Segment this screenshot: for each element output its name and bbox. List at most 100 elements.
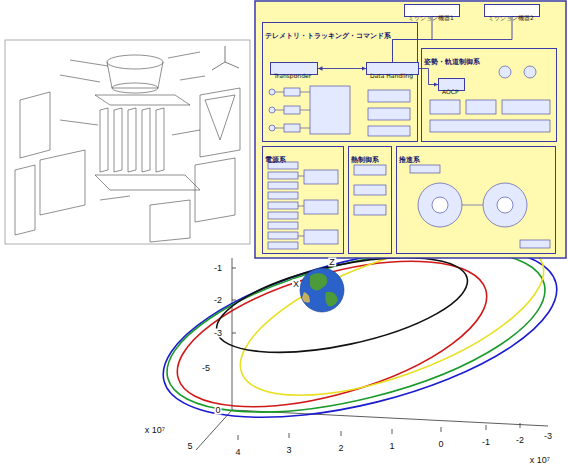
block-diagram-panel	[284, 88, 300, 96]
subsystem-section: 熱制御系	[348, 146, 392, 254]
tick-label: x 10⁷	[144, 426, 166, 435]
block-diagram-panel	[255, 1, 566, 258]
unit-box: AOCP	[438, 78, 465, 91]
block-diagram-panel	[269, 107, 275, 113]
block-diagram-panel	[524, 66, 536, 78]
tick-label: -2	[515, 436, 525, 445]
node-text: テレメトリ・トラッキング・コマンド系	[265, 33, 391, 41]
exploded-drawing	[60, 52, 205, 200]
mission-box: ミッション機器2	[484, 4, 540, 17]
block-diagram-panel	[520, 240, 550, 248]
axis-triad	[212, 46, 239, 70]
block-diagram-panel	[269, 125, 275, 131]
subsystem-section: 推進系	[396, 146, 556, 254]
exploded-drawing	[15, 52, 240, 242]
block-diagram-panel	[499, 66, 511, 78]
exploded-drawing	[15, 165, 35, 235]
signal-line	[393, 17, 513, 62]
node-text: Transponder	[274, 72, 311, 79]
signal-line	[318, 68, 366, 69]
exploded-drawing	[100, 108, 164, 172]
block-diagram-panel	[497, 197, 513, 213]
block-diagram-panel	[268, 222, 298, 229]
earth-globe	[325, 292, 338, 307]
block-diagram-panel	[268, 192, 298, 199]
block-diagram-panel	[368, 108, 410, 120]
tick-label: 1	[388, 442, 395, 451]
earth-globe	[310, 273, 327, 291]
earth-globe	[302, 292, 310, 303]
tick-label: x 10⁷	[529, 456, 551, 465]
exploded-drawing	[5, 40, 250, 244]
axis-letter: Z	[328, 258, 336, 267]
block-diagram-panel	[275, 92, 483, 236]
exploded-drawing	[205, 95, 235, 140]
block-diagram-panel	[466, 100, 496, 114]
block-diagram-panel	[268, 212, 298, 219]
block-diagram-panel	[310, 86, 350, 134]
plot-axis	[196, 258, 548, 450]
tick-label: 0	[437, 440, 444, 449]
subsystem-section: 姿勢・軌道制御系AOCP	[421, 48, 557, 142]
exploded-drawing	[40, 150, 85, 215]
tick-label: -5	[201, 364, 211, 373]
exploded-drawing	[195, 158, 235, 222]
plot-axis	[238, 423, 520, 440]
node-text: 熱制御系	[351, 157, 379, 165]
tick-label: -1	[481, 438, 491, 447]
block-diagram-panel	[368, 90, 410, 102]
block-diagram-panel	[304, 200, 338, 214]
tick-label: 2	[337, 444, 344, 453]
block-diagram-panel	[298, 176, 483, 236]
orbit-ellipse	[208, 239, 475, 370]
tick-label: -1	[213, 264, 223, 273]
exploded-drawing	[5, 40, 250, 244]
plot-axis	[232, 268, 236, 333]
unit-box: Data Handling	[366, 62, 419, 75]
exploded-drawing	[95, 175, 200, 190]
subsystem-section: テレメトリ・トラッキング・コマンド系TransponderData Handli…	[262, 22, 418, 142]
block-diagram-panel	[268, 182, 298, 189]
block-diagram-panel	[268, 172, 298, 179]
exploded-drawing	[200, 88, 240, 157]
block-diagram-panel	[255, 1, 566, 258]
plot-axis	[196, 410, 232, 450]
block-diagram-panel	[502, 100, 550, 114]
exploded-drawing	[150, 200, 190, 242]
node-text: 推進系	[399, 157, 420, 165]
unit-box: Transponder	[270, 62, 318, 75]
block-diagram-panel	[269, 89, 275, 95]
block-diagram-panel	[284, 124, 300, 132]
node-text: Data Handling	[370, 72, 413, 79]
tick-label: 5	[186, 442, 193, 451]
block-diagram-panel	[432, 197, 448, 213]
node-text: ミッション機器2	[488, 14, 534, 21]
block-diagram-panel	[368, 126, 410, 136]
block-diagram-panel	[354, 205, 386, 215]
block-diagram-panel	[275, 92, 310, 128]
block-diagram-panel	[354, 185, 386, 195]
mission-box: ミッション機器1	[404, 4, 460, 17]
block-diagram-panel	[268, 232, 298, 239]
orbit-ellipse	[162, 232, 503, 436]
tick-label: 0	[214, 406, 221, 415]
block-diagram-panel	[483, 183, 527, 227]
block-diagram-panel	[304, 230, 338, 244]
block-diagram-panel	[430, 120, 550, 132]
block-diagram-panel	[268, 66, 550, 249]
axis-letter: X	[292, 280, 300, 289]
block-diagram-panel	[354, 165, 386, 175]
block-diagram-panel	[418, 183, 462, 227]
exploded-drawing	[95, 95, 190, 105]
node-text: ミッション機器1	[408, 14, 454, 21]
node-text: 電源系	[265, 157, 286, 165]
tick-label: -3	[543, 432, 553, 441]
axis-triad	[212, 46, 239, 70]
exploded-drawing	[20, 92, 50, 158]
block-diagram-panel	[284, 106, 300, 114]
node-text: AOCP	[442, 88, 459, 95]
tick-label: 3	[285, 446, 292, 455]
exploded-drawing	[107, 62, 163, 88]
block-diagram-panel	[268, 242, 298, 249]
